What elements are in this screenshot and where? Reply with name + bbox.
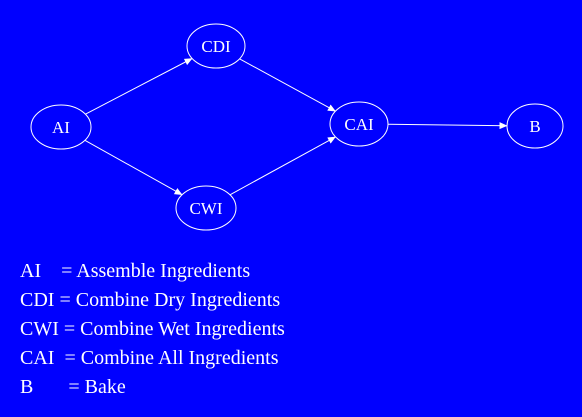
node-b-shape [506,103,564,149]
node-b: B [506,103,564,149]
node-ai-label: AI [52,118,70,137]
node-cdi-shape [186,23,246,69]
edge-cai-to-b [387,122,508,130]
legend-item-cai: CAI = Combine All Ingredients [20,347,279,369]
node-cdi: CDI [186,23,246,69]
node-cdi-label: CDI [201,37,231,56]
edge-ai-to-cwi [84,139,183,196]
node-ai-shape [30,104,92,150]
node-cwi-label: CWI [189,199,222,218]
node-cai-label: CAI [344,115,374,134]
node-cai: CAI [329,101,389,147]
legend: AI = Assemble Ingredients CDI = Combine … [20,257,285,402]
edge-cdi-to-cai [239,58,336,112]
edge-cwi-to-cai [229,136,336,196]
node-cai-shape [329,101,389,147]
legend-item-cwi: CWI = Combine Wet Ingredients [20,318,285,340]
legend-item-ai: AI = Assemble Ingredients [20,260,251,282]
legend-item-b: B = Bake [20,376,126,398]
legend-item-cdi: CDI = Combine Dry Ingredients [20,289,281,311]
edge-ai-to-cdi [85,58,193,115]
process-flow-diagram: AI CDI CWI CAI B [30,23,564,231]
node-ai: AI [30,104,92,150]
node-b-label: B [529,117,540,136]
node-cwi: CWI [175,185,237,231]
node-cwi-shape [175,185,237,231]
